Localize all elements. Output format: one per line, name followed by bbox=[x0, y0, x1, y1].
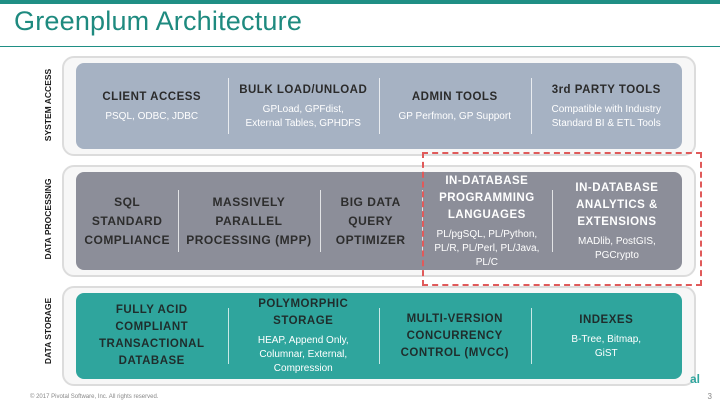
acid-database-block: FULLY ACID COMPLIANT TRANSACTIONAL DATAB… bbox=[76, 293, 228, 379]
bulk-load-block: BULK LOAD/UNLOAD GPLoad, GPFdist, Extern… bbox=[227, 63, 380, 149]
system-access-band: CLIENT ACCESS PSQL, ODBC, JDBC BULK LOAD… bbox=[62, 56, 696, 156]
third-party-tools-detail: Compatible with Industry Standard BI & E… bbox=[551, 103, 662, 129]
page-number: 3 bbox=[707, 392, 712, 401]
query-optimizer-heading: BIG DATA QUERY OPTIMIZER bbox=[335, 194, 406, 247]
indexes-block: INDEXES B-Tree, Bitmap, GiST bbox=[530, 293, 683, 379]
data-processing-panel: SQL STANDARD COMPLIANCE MASSIVELY PARALL… bbox=[76, 172, 682, 270]
client-access-detail: PSQL, ODBC, JDBC bbox=[105, 110, 199, 122]
side-label-system-access: SYSTEM ACCESS bbox=[43, 68, 53, 142]
polymorphic-storage-heading: POLYMORPHIC STORAGE bbox=[258, 298, 349, 327]
bulk-load-heading: BULK LOAD/UNLOAD bbox=[239, 83, 368, 96]
page-title: Greenplum Architecture bbox=[14, 6, 303, 36]
client-access-heading: CLIENT ACCESS bbox=[102, 90, 202, 103]
system-access-panel: CLIENT ACCESS PSQL, ODBC, JDBC BULK LOAD… bbox=[76, 63, 682, 149]
highlight-dashed-box bbox=[422, 152, 702, 286]
indexes-detail: B-Tree, Bitmap, GiST bbox=[571, 333, 642, 359]
polymorphic-storage-detail: HEAP, Append Only, Columnar, External, C… bbox=[257, 335, 349, 374]
top-accent-bar bbox=[0, 0, 720, 4]
data-storage-band: FULLY ACID COMPLIANT TRANSACTIONAL DATAB… bbox=[62, 286, 696, 386]
third-party-tools-heading: 3rd PARTY TOOLS bbox=[551, 83, 661, 96]
mvcc-heading: MULTI-VERSION CONCURRENCY CONTROL (MVCC) bbox=[400, 312, 509, 359]
third-party-tools-block: 3rd PARTY TOOLS Compatible with Industry… bbox=[530, 63, 683, 149]
admin-tools-block: ADMIN TOOLS GP Perfmon, GP Support bbox=[379, 63, 531, 149]
programming-languages-heading: IN-DATABASE PROGRAMMING LANGUAGES bbox=[439, 174, 535, 221]
analytics-extensions-block: IN-DATABASE ANALYTICS & EXTENSIONS MADli… bbox=[551, 172, 682, 270]
sql-compliance-block: SQL STANDARD COMPLIANCE bbox=[76, 172, 178, 270]
data-processing-band: SQL STANDARD COMPLIANCE MASSIVELY PARALL… bbox=[62, 165, 696, 277]
pivotal-logo: al bbox=[690, 372, 701, 386]
side-label-data-processing: DATA PROCESSING bbox=[43, 178, 53, 260]
title-divider bbox=[0, 46, 720, 47]
bulk-load-detail: GPLoad, GPFdist, External Tables, GPHDFS bbox=[245, 103, 361, 129]
client-access-block: CLIENT ACCESS PSQL, ODBC, JDBC bbox=[76, 63, 228, 149]
indexes-heading: INDEXES bbox=[579, 313, 634, 326]
side-label-data-storage: DATA STORAGE bbox=[43, 297, 53, 365]
mpp-heading: MASSIVELY PARALLEL PROCESSING (MPP) bbox=[186, 194, 312, 247]
programming-languages-detail: PL/pgSQL, PL/Python, PL/R, PL/Perl, PL/J… bbox=[434, 228, 540, 268]
mpp-block: MASSIVELY PARALLEL PROCESSING (MPP) bbox=[178, 172, 319, 270]
mvcc-block: MULTI-VERSION CONCURRENCY CONTROL (MVCC) bbox=[379, 293, 531, 379]
acid-database-heading: FULLY ACID COMPLIANT TRANSACTIONAL DATAB… bbox=[98, 304, 205, 367]
query-optimizer-block: BIG DATA QUERY OPTIMIZER bbox=[319, 172, 422, 270]
programming-languages-block: IN-DATABASE PROGRAMMING LANGUAGES PL/pgS… bbox=[421, 172, 552, 270]
sql-compliance-heading: SQL STANDARD COMPLIANCE bbox=[84, 194, 170, 247]
analytics-extensions-heading: IN-DATABASE ANALYTICS & EXTENSIONS bbox=[575, 181, 659, 228]
polymorphic-storage-block: POLYMORPHIC STORAGE HEAP, Append Only, C… bbox=[227, 293, 380, 379]
data-storage-panel: FULLY ACID COMPLIANT TRANSACTIONAL DATAB… bbox=[76, 293, 682, 379]
admin-tools-detail: GP Perfmon, GP Support bbox=[398, 110, 511, 122]
copyright-footer: © 2017 Pivotal Software, Inc. All rights… bbox=[30, 394, 159, 400]
analytics-extensions-detail: MADlib, PostGIS, PGCrypto bbox=[578, 235, 656, 261]
admin-tools-heading: ADMIN TOOLS bbox=[411, 90, 498, 103]
